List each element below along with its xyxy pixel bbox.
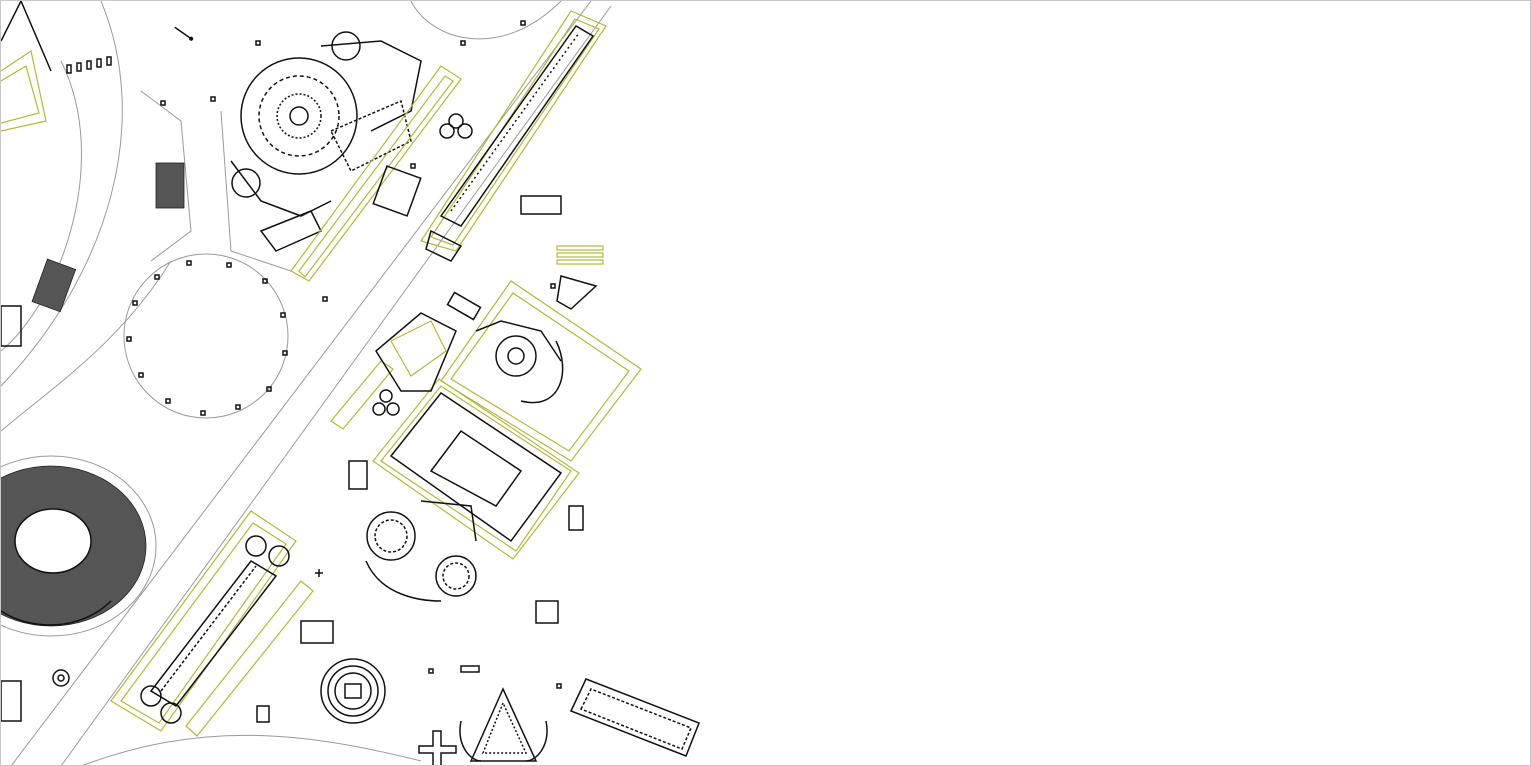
markers — [66, 20, 562, 689]
baths-complex — [365, 389, 477, 602]
plaza-columns — [126, 260, 288, 416]
curved-street-edge — [1, 1, 123, 387]
rectangular-temple — [569, 678, 700, 757]
curved-street-inner — [1, 60, 82, 352]
round-plaza — [123, 253, 289, 419]
colonnade-strips — [110, 10, 607, 737]
compass-icon — [174, 26, 194, 41]
small-buildings — [1, 113, 598, 765]
circular-temple-complex — [230, 31, 422, 252]
forum-complex — [372, 280, 642, 560]
circus-track — [140, 535, 290, 724]
main-avenue-edge-b — [61, 5, 612, 765]
main-avenue-edge-a — [11, 1, 592, 765]
street-lines — [1, 1, 612, 765]
round-theatre — [320, 658, 386, 724]
stadium-fragment — [1, 1, 185, 313]
crosshair-marker — [315, 569, 323, 577]
amphitheatre — [1, 455, 157, 637]
triangular-structure — [459, 687, 548, 762]
long-basilica — [425, 25, 595, 262]
